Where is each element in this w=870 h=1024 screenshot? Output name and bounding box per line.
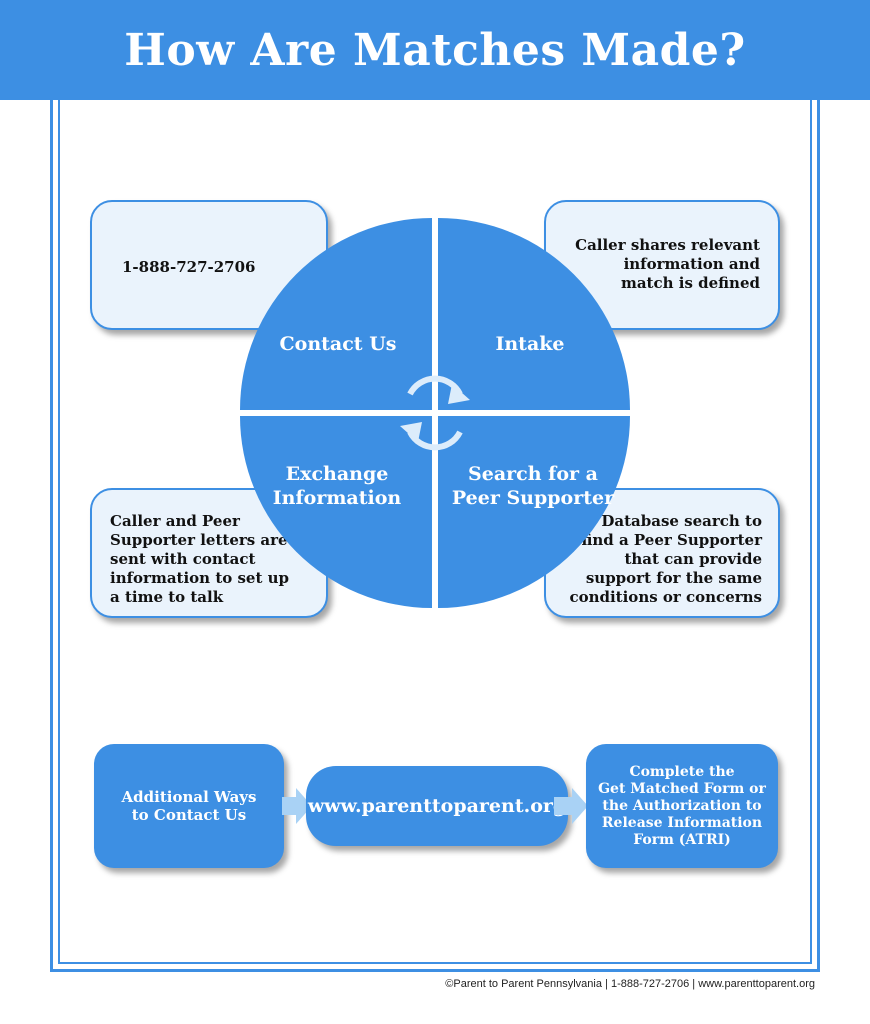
contact-info-text: 1-888-727-2706 — [122, 258, 255, 277]
cycle-arrow-head-bottom — [400, 422, 422, 442]
process-wheel — [240, 218, 630, 608]
contact-info-line: 1-888-727-2706 — [122, 258, 256, 276]
search-info-line: that can provide — [624, 550, 762, 568]
exchange-info-line: Supporter letters are — [110, 531, 288, 549]
exchange-info-line: a time to talk — [110, 588, 224, 606]
additional-ways-box: Additional Ways to Contact Us — [94, 744, 284, 868]
search-info-text: Database search to find a Peer Supporter… — [552, 512, 762, 607]
page-title: How Are Matches Made? — [124, 24, 746, 76]
exchange-info-text: Caller and Peer Supporter letters are se… — [110, 512, 310, 607]
exchange-info-line: sent with contact — [110, 550, 256, 568]
search-info-line: support for the same — [585, 569, 762, 587]
flow-text-line: the Authorization to — [602, 797, 762, 814]
flow-arrow-right-icon — [282, 788, 312, 824]
quadrant-label-line: Contact Us — [279, 333, 397, 355]
intake-info-line: match is defined — [620, 274, 760, 292]
wheel-quadrant-intake — [438, 218, 630, 410]
flow-text-line: to Contact Us — [131, 806, 247, 824]
flow-text-line: Form (ATRI) — [633, 831, 731, 848]
quadrant-label-line: Intake — [495, 333, 565, 355]
quadrant-label-intake: Intake — [460, 332, 600, 356]
quadrant-label-exchange: Exchange Information — [262, 462, 412, 510]
exchange-info-line: information to set up — [110, 569, 290, 587]
cycle-arrow-head-top — [448, 384, 470, 404]
flow-text-line: Additional Ways — [121, 788, 257, 806]
wheel-quadrant-contact — [240, 218, 432, 410]
intake-info-line: information and — [623, 255, 760, 273]
search-info-line: find a Peer Supporter — [581, 531, 762, 549]
website-link[interactable]: www.parenttoparent.org — [307, 795, 567, 817]
intake-info-text: Caller shares relevant information and m… — [570, 236, 760, 293]
search-info-line: Database search to — [601, 512, 762, 530]
header-banner: How Are Matches Made? — [0, 0, 870, 100]
quadrant-label-line: Exchange — [285, 463, 389, 485]
flow-text-line: Complete the — [629, 763, 735, 780]
quadrant-label-search: Search for a Peer Supporter — [448, 462, 618, 510]
quadrant-label-line: Peer Supporter — [451, 487, 615, 509]
flow-text-line: Release Information — [601, 814, 763, 831]
intake-info-line: Caller shares relevant — [575, 236, 760, 254]
additional-ways-text: Additional Ways to Contact Us — [122, 788, 257, 824]
footer-credits: ©Parent to Parent Pennsylvania | 1-888-7… — [445, 978, 815, 990]
complete-form-text: Complete the Get Matched Form or the Aut… — [598, 764, 766, 849]
quadrant-label-line: Information — [272, 487, 402, 509]
wheel-quadrant-search — [438, 416, 630, 608]
wheel-quadrant-exchange — [240, 416, 432, 608]
flow-arrow-right-icon — [554, 788, 588, 824]
search-info-line: conditions or concerns — [569, 588, 762, 606]
quadrant-label-contact: Contact Us — [268, 332, 408, 356]
outer-frame — [50, 100, 820, 972]
exchange-info-box: Caller and Peer Supporter letters are se… — [90, 488, 328, 618]
exchange-info-line: Caller and Peer — [110, 512, 240, 530]
quadrant-label-line: Search for a — [468, 463, 598, 485]
inner-frame — [58, 100, 812, 964]
flow-text-line: Get Matched Form or — [598, 780, 766, 797]
complete-form-box: Complete the Get Matched Form or the Aut… — [586, 744, 778, 868]
website-link-box[interactable]: www.parenttoparent.org — [306, 766, 568, 846]
